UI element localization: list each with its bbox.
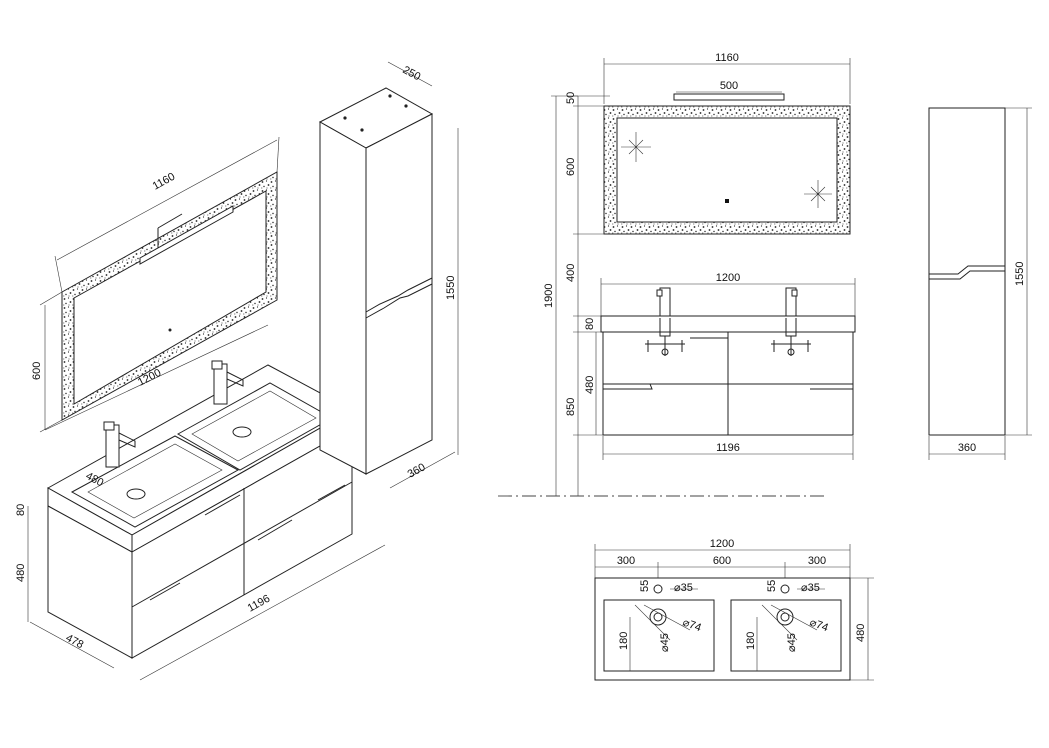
- touch-sensor-icon: [168, 328, 172, 332]
- mirror-lamp: [673, 93, 785, 101]
- plan-tap-hole-right-label: ⌀35: [801, 582, 820, 594]
- side-view: 1550 360: [928, 107, 1032, 460]
- plan-tap-hole-left-label: ⌀35: [674, 582, 693, 594]
- tap-hole-right: [780, 584, 790, 594]
- front-mirror-glass: [616, 117, 838, 223]
- plan-left-offset-label: 300: [617, 555, 635, 567]
- front-basin-width-label: 1200: [716, 272, 740, 284]
- front-total-height-label: 1900: [543, 284, 555, 308]
- front-floor-height-label: 850: [565, 398, 577, 416]
- plan-depth-label: 480: [855, 624, 867, 642]
- iso-mirror: 1160 600: [31, 136, 280, 433]
- drain-left-inner: [653, 612, 663, 622]
- front-cabinet-width-label: 1196: [716, 442, 740, 454]
- plan-tap-offset-right-label: 55: [766, 580, 778, 592]
- iso-tall-column: 250 1550 360: [318, 61, 459, 489]
- iso-counter-thickness-label: 80: [15, 504, 27, 516]
- plan-center-spacing-label: 600: [713, 555, 731, 567]
- front-counter-thickness-label: 80: [584, 318, 596, 330]
- touch-sensor-icon: [725, 199, 729, 203]
- plan-drain-inner-right-label: ⌀45: [786, 633, 798, 652]
- iso-column-height-label: 1550: [445, 276, 457, 300]
- plan-view: 1200 300 600 300 ⌀35 55 ⌀74 ⌀45 180 ⌀35 …: [594, 538, 874, 681]
- front-tap-right: [771, 287, 811, 356]
- plan-total-width-label: 1200: [710, 538, 734, 550]
- iso-mirror-height-label: 600: [31, 362, 43, 380]
- iso-column-top-label: 250: [401, 64, 423, 83]
- isometric-view: 1160 600: [15, 61, 459, 681]
- front-mirror-height-label: 600: [565, 158, 577, 176]
- iso-cabinet-width-label: 1196: [246, 593, 273, 615]
- side-height-label: 1550: [1014, 262, 1026, 286]
- plan-sink-right: [730, 599, 842, 672]
- front-lamp-width-label: 500: [720, 80, 738, 92]
- iso-cabinet-depth-label: 478: [64, 632, 86, 651]
- iso-column-depth-label: 360: [406, 461, 428, 480]
- drain-right-inner: [780, 612, 790, 622]
- iso-mirror-width-label: 1160: [151, 171, 178, 193]
- iso-tap-left: [103, 421, 136, 468]
- iso-drawer-height-label: 480: [15, 564, 27, 582]
- front-tap-left: [645, 287, 685, 356]
- iso-basin-unit: 1200 480 80 480 478 1196: [15, 324, 386, 681]
- sparkle-icon: [621, 132, 832, 208]
- front-countertop: [600, 315, 856, 333]
- plan-drain-depth-right-label: 180: [745, 632, 757, 650]
- plan-drain-inner-left-label: ⌀45: [659, 633, 671, 652]
- plan-right-offset-label: 300: [808, 555, 826, 567]
- front-gap-label: 400: [565, 264, 577, 282]
- side-width-label: 360: [958, 442, 976, 454]
- front-view: 1160 500 50 600 400 1900 80 480 850: [498, 52, 856, 497]
- plan-sink-left: [603, 599, 715, 672]
- plan-tap-offset-left-label: 55: [639, 580, 651, 592]
- tap-hole-left: [653, 584, 663, 594]
- front-cabinet-height-label: 480: [584, 376, 596, 394]
- plan-drain-depth-left-label: 180: [618, 632, 630, 650]
- front-mirror-width-label: 1160: [715, 52, 739, 64]
- iso-tap-right: [211, 360, 244, 405]
- front-lamp-gap-label: 50: [565, 92, 577, 104]
